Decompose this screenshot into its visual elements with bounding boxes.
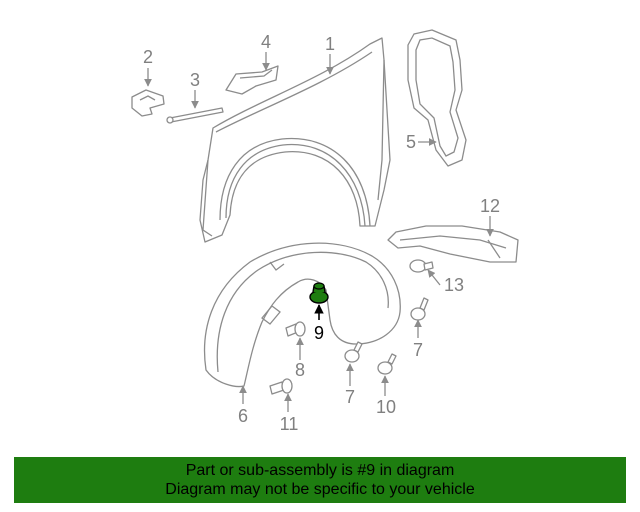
bolt-part-8 bbox=[285, 321, 306, 337]
callout-5: 5 bbox=[406, 132, 416, 152]
parts-diagram: 1 2 3 4 5 12 13 9 7 8 7 10 6 11 bbox=[131, 29, 519, 434]
retainer-part-9[interactable] bbox=[309, 282, 329, 304]
callout-9[interactable]: 9 bbox=[314, 323, 324, 343]
callout-3: 3 bbox=[190, 70, 200, 90]
callout-4: 4 bbox=[261, 32, 271, 52]
callout-12: 12 bbox=[480, 196, 500, 216]
callout-10: 10 bbox=[376, 397, 396, 417]
push-pin-part-10 bbox=[377, 353, 397, 375]
part-info-banner: Part or sub-assembly is #9 in diagram Di… bbox=[14, 457, 626, 503]
push-pin-part-13 bbox=[409, 259, 434, 273]
wheel-liner-part bbox=[203, 242, 401, 388]
banner-line-disclaimer: Diagram may not be specific to your vehi… bbox=[165, 481, 475, 498]
callout-13: 13 bbox=[444, 275, 464, 295]
callout-7-middle: 7 bbox=[345, 387, 355, 407]
seal-part bbox=[407, 29, 467, 167]
callout-8: 8 bbox=[295, 360, 305, 380]
callout-7-right: 7 bbox=[413, 340, 423, 360]
push-pin-part-7-middle bbox=[344, 341, 363, 363]
clip-part bbox=[131, 89, 165, 117]
callout-labels: 1 2 3 4 5 12 13 9 7 8 7 10 6 11 bbox=[143, 32, 500, 434]
rod-part bbox=[166, 107, 224, 124]
leader-lines bbox=[144, 52, 494, 412]
bracket-part bbox=[225, 65, 279, 95]
callout-11: 11 bbox=[280, 414, 299, 434]
banner-line-part: Part or sub-assembly is #9 in diagram bbox=[185, 462, 455, 479]
callout-2: 2 bbox=[143, 47, 153, 67]
push-pin-part-7-right bbox=[410, 297, 429, 321]
bolt-part-11 bbox=[269, 378, 293, 395]
callout-1: 1 bbox=[325, 34, 335, 54]
callout-6: 6 bbox=[238, 406, 248, 426]
lower-bracket-part bbox=[387, 225, 519, 263]
fender-part bbox=[199, 37, 391, 243]
